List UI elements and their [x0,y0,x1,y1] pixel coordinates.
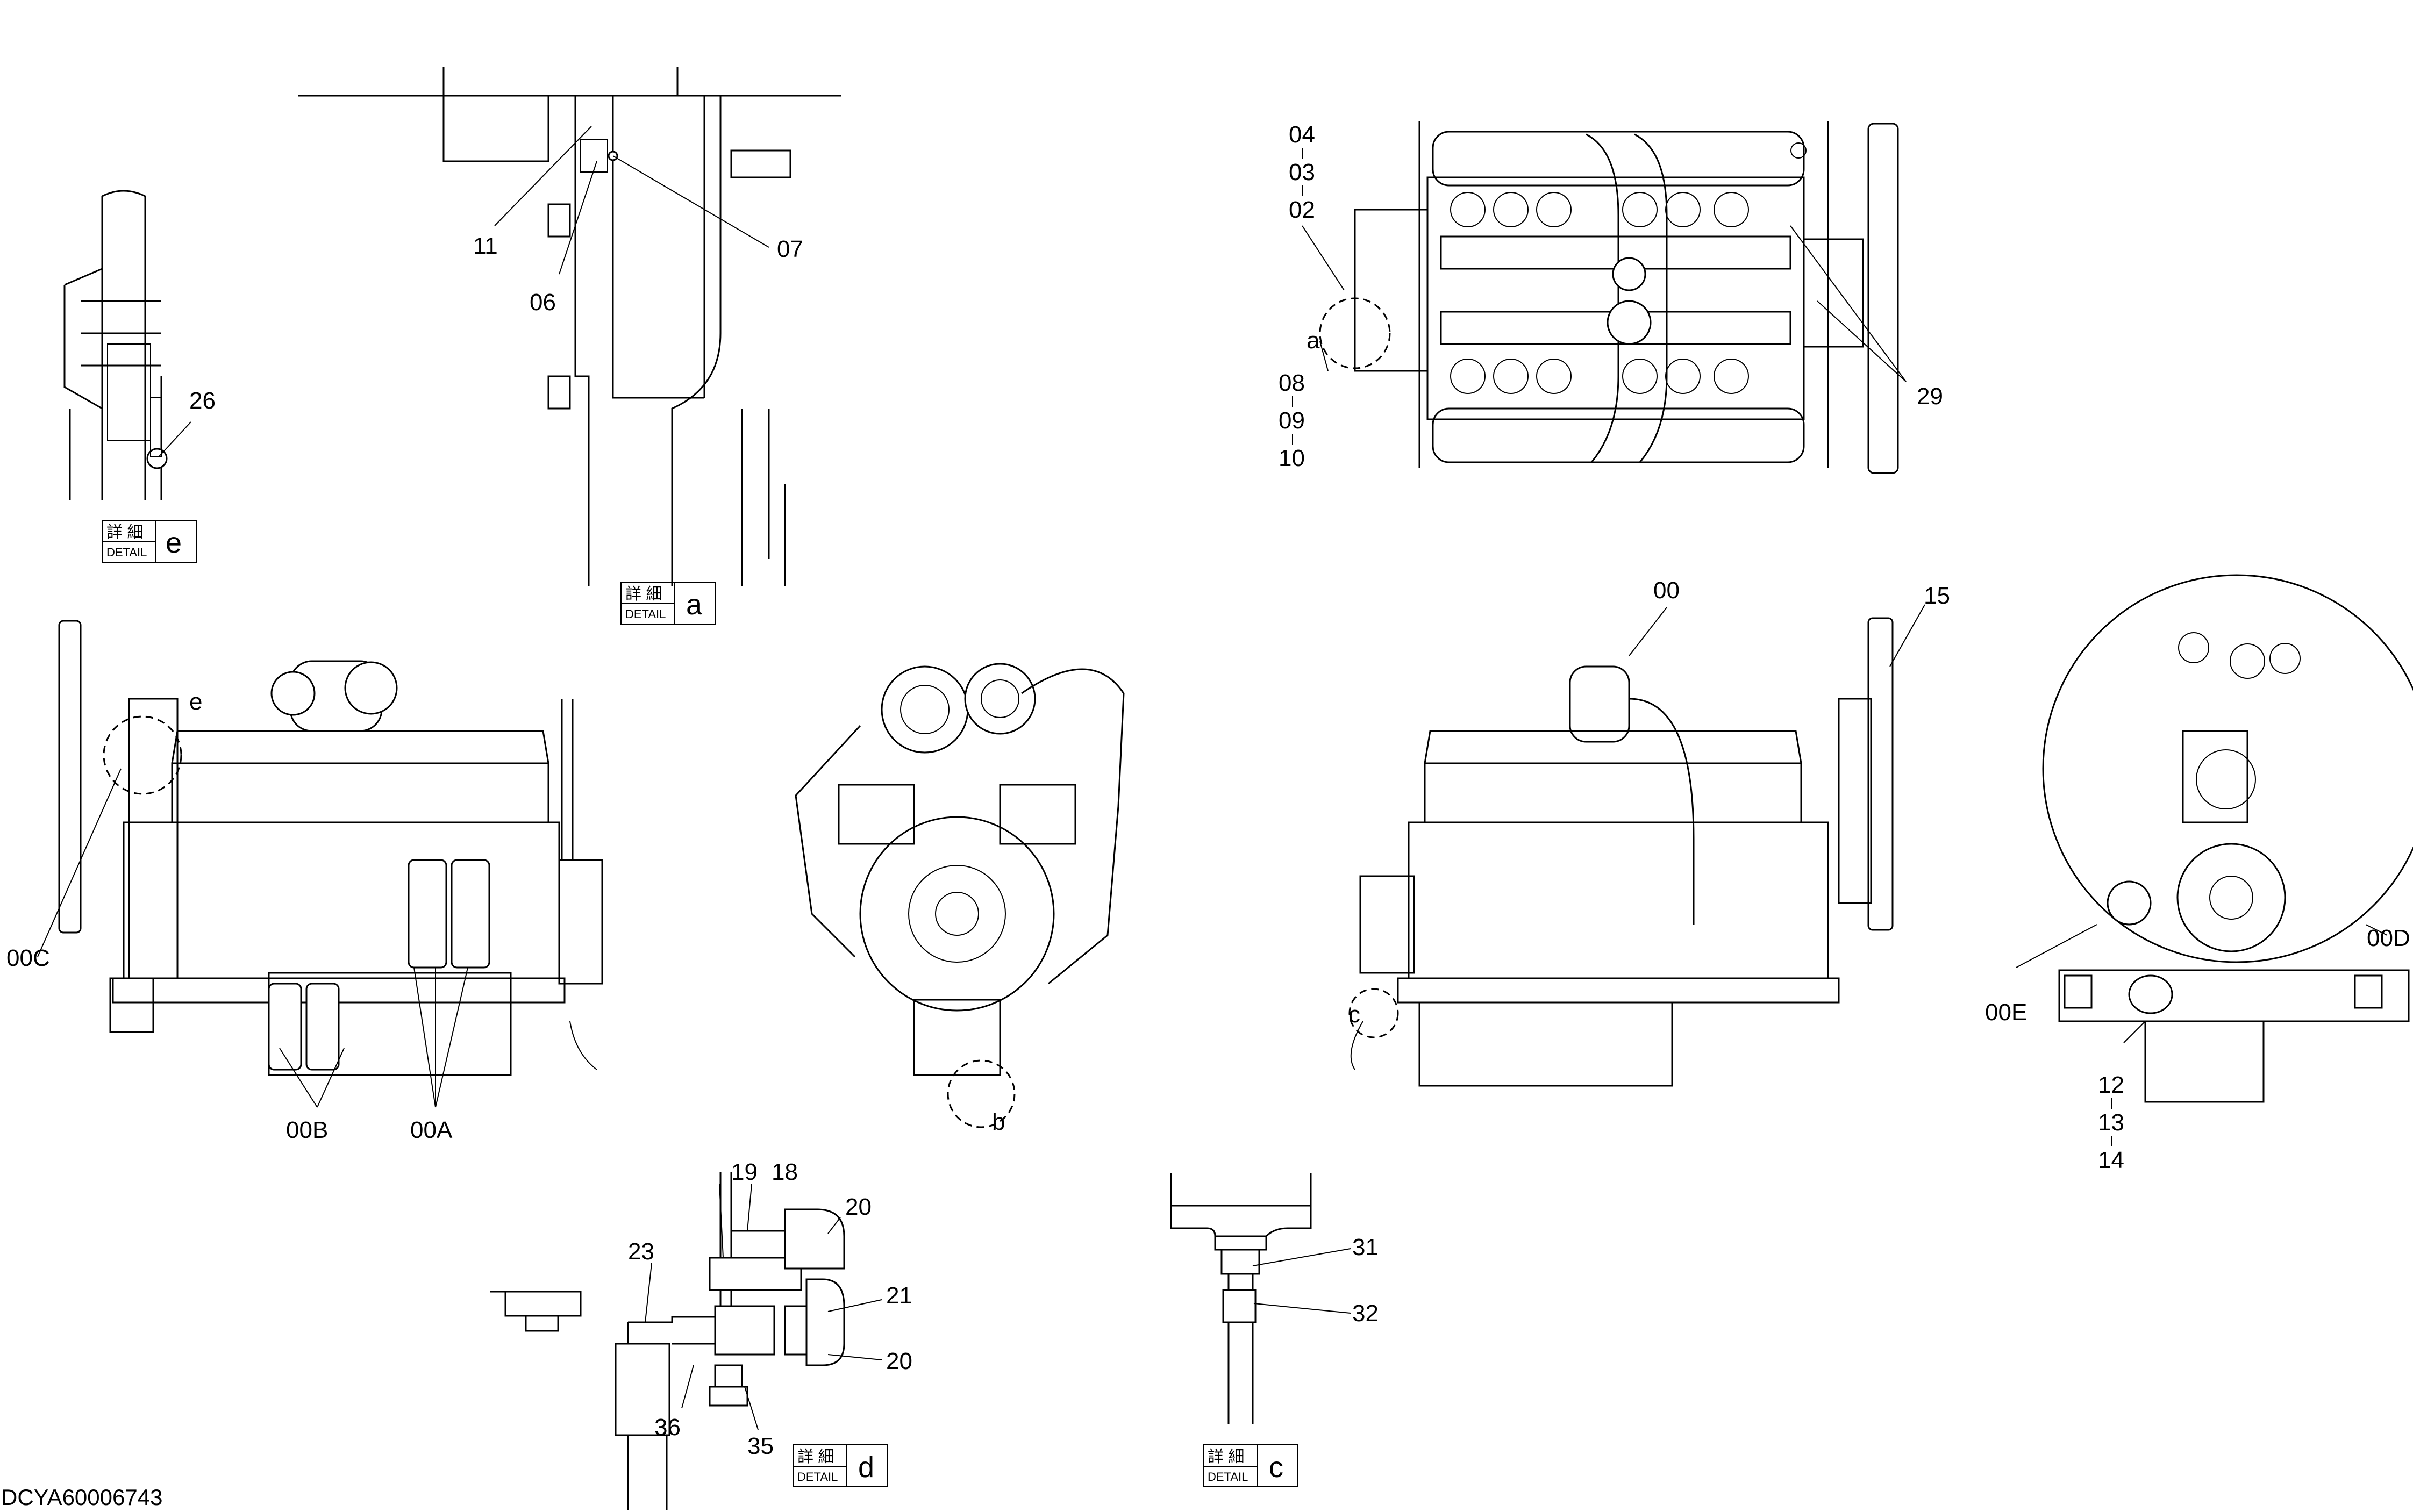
detail-letter-c: c [1269,1451,1283,1484]
top-view-cylinders [1450,192,1749,394]
detail-kanji: 詳 細 [625,585,662,603]
callout-18: 18 [772,1159,798,1185]
circle-ref-a: a [1307,327,1320,354]
detail-box-a: 詳 細 DETAIL a [620,582,716,625]
callout-00: 00 [1653,577,1680,604]
detail-english: DETAIL [625,607,666,621]
detail-box-c: 詳 細 DETAIL c [1203,1444,1298,1487]
detail-box-e: 詳 細 DETAIL e [102,520,197,563]
detail-kanji: 詳 細 [106,524,143,541]
callout-04: 04 [1289,121,1315,148]
detail-english: DETAIL [797,1470,838,1484]
circle-ref-c: c [1348,1001,1360,1028]
detail-letter-d: d [858,1451,874,1484]
callout-26: 26 [189,388,216,414]
callout-31: 31 [1352,1234,1379,1260]
detail-english: DETAIL [106,546,147,559]
callout-03: 03 [1289,159,1315,185]
callout-00B: 00B [286,1117,328,1143]
detail-kanji: 詳 細 [1208,1448,1244,1466]
callout-13: 13 [2098,1109,2124,1136]
callout-08: 08 [1279,370,1305,396]
detail-c-drawing [1170,1173,1351,1424]
engine-rear-view [2016,574,2413,1103]
callout-20-upper: 20 [845,1194,872,1220]
callout-21: 21 [886,1282,912,1309]
callout-10: 10 [1279,445,1305,471]
callout-00E: 00E [1985,999,2027,1026]
callout-07: 07 [777,236,803,262]
left-view-filters [268,859,490,1071]
callout-00C: 00C [6,945,50,971]
callout-12: 12 [2098,1072,2124,1098]
engine-side-view-right [1348,604,1925,1087]
callout-23: 23 [628,1238,654,1265]
detail-a-drawing [298,67,841,586]
callout-19: 19 [731,1159,758,1185]
callout-36: 36 [654,1414,681,1441]
callout-02: 02 [1289,197,1315,223]
callout-06: 06 [530,289,556,316]
callout-32: 32 [1352,1300,1379,1327]
callout-20-lower: 20 [886,1348,912,1374]
callout-14: 14 [2098,1147,2124,1173]
circle-ref-b: b [992,1109,1005,1135]
detail-box-d: 詳 細 DETAIL d [793,1444,888,1487]
callout-00A: 00A [410,1117,453,1143]
detail-kanji: 詳 細 [797,1448,834,1466]
detail-letter-a: a [686,589,703,621]
engine-front-view [795,663,1125,1128]
callout-11: 11 [473,233,498,259]
detail-e-drawing [63,190,191,500]
callout-15: 15 [1924,583,1950,609]
callout-29: 29 [1917,383,1943,410]
engine-side-view-left [37,620,603,1108]
callout-00D: 00D [2367,925,2410,951]
callout-35: 35 [747,1433,774,1459]
detail-d-drawing [490,1172,882,1510]
circle-ref-e: e [189,689,202,715]
detail-letter-e: e [166,527,182,559]
callout-09: 09 [1279,407,1305,434]
engine-top-view [1302,121,1907,474]
drawing-id: DCYA60006743 [1,1485,162,1510]
detail-english: DETAIL [1208,1470,1248,1484]
